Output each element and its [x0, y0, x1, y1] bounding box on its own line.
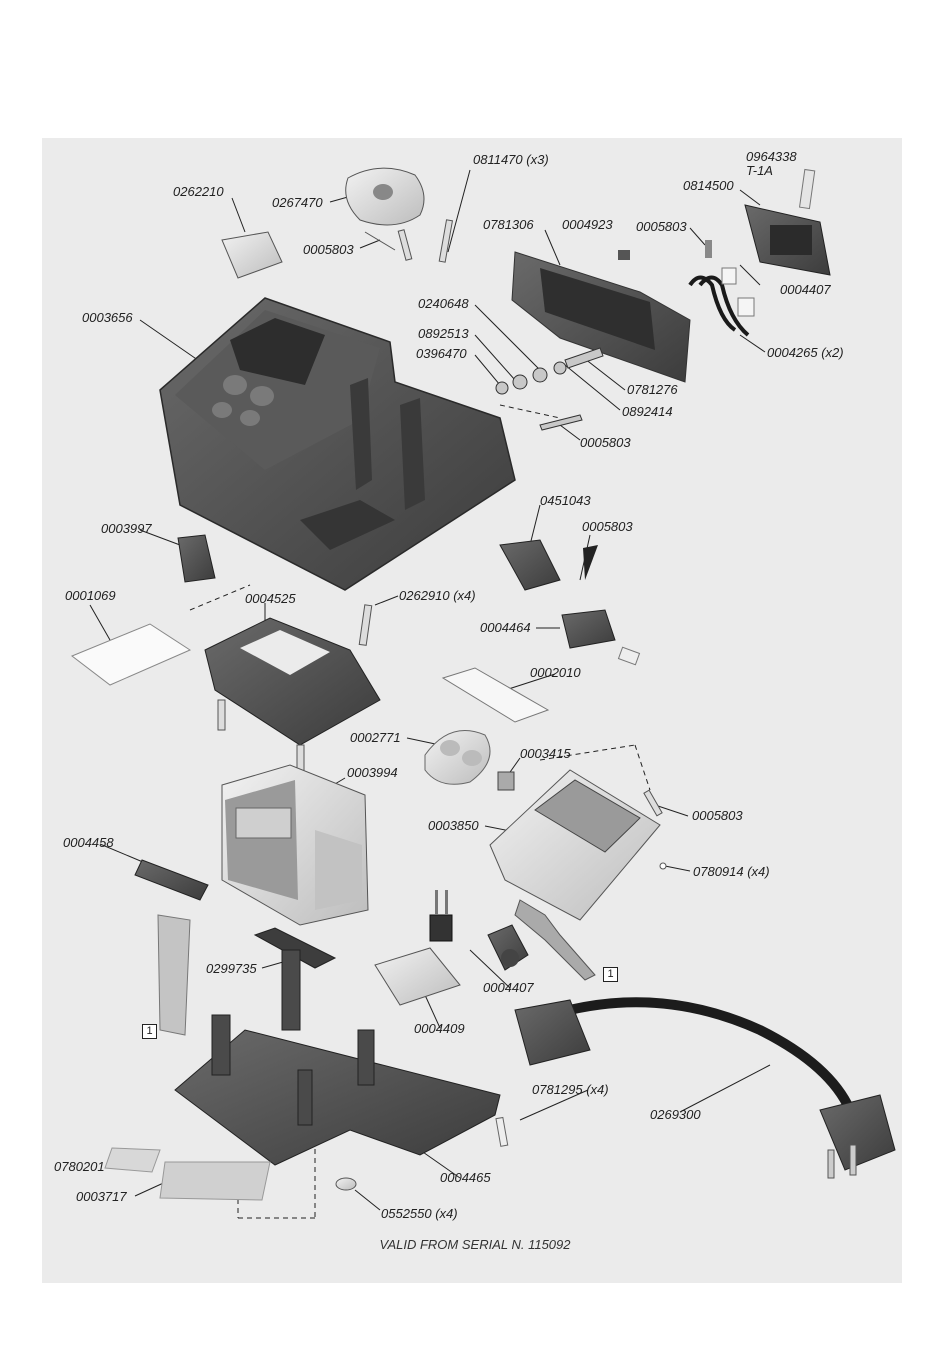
tip-clip-part [221, 231, 283, 279]
part-label-0003994: 0003994 [347, 765, 398, 780]
part-label-0004409: 0004409 [414, 1021, 465, 1036]
power-cord-part [514, 997, 896, 1179]
label-0004923-part [618, 250, 630, 260]
ribbon-cable-part [514, 899, 596, 981]
base-plate-part [174, 949, 501, 1166]
serial-validity-note: VALID FROM SERIAL N. 115092 [379, 1237, 571, 1252]
part-label-0004265: 0004265 (x2) [767, 345, 844, 360]
part-label-0781295: 0781295 (x4) [532, 1082, 609, 1097]
part-label-0780914: 0780914 (x4) [693, 864, 770, 879]
part-label-0267470: 0267470 [272, 195, 323, 210]
connector-0004458-part [134, 859, 209, 1036]
part-label-0002771: 0002771 [350, 730, 401, 745]
main-housing-part [159, 297, 516, 591]
part-label-0004407-b: 0004407 [483, 980, 534, 995]
ground-wire-part [583, 545, 598, 580]
part-label-0396470: 0396470 [416, 346, 467, 361]
encoder-part [487, 924, 529, 971]
part-label-0811470: 0811470 (x3) [473, 152, 549, 167]
nut-washer-set [495, 347, 604, 431]
part-label-0002010: 0002010 [530, 665, 581, 680]
part-label-0964338-sub: T-1A [746, 163, 773, 178]
part-label-0003850: 0003850 [428, 818, 479, 833]
part-label-0005803-e: 0005803 [692, 808, 743, 823]
part-label-0262910: 0262910 (x4) [399, 588, 476, 603]
part-label-0781306: 0781306 [483, 217, 534, 232]
wire-harness-part [688, 275, 750, 337]
sponge-holder-part [345, 167, 425, 226]
label-sheet-0003717-part [159, 1161, 271, 1201]
part-label-0001069: 0001069 [65, 588, 116, 603]
part-label-0003717: 0003717 [76, 1189, 127, 1204]
part-label-0004458: 0004458 [63, 835, 114, 850]
reference-marker-1-left: 1 [142, 1024, 157, 1039]
part-label-0299735: 0299735 [206, 961, 257, 976]
part-label-0004407-a: 0004407 [780, 282, 831, 297]
part-label-0451043: 0451043 [540, 493, 591, 508]
part-label-0004525: 0004525 [245, 591, 296, 606]
cable-clamp-part [499, 539, 561, 591]
part-label-0964338: 0964338 [746, 149, 797, 164]
small-pcb-part [374, 947, 461, 1006]
manual-card-part [71, 623, 192, 686]
assembly-dash-lines [189, 404, 651, 1219]
part-label-0005803-b: 0005803 [636, 219, 687, 234]
part-label-0892414: 0892414 [622, 404, 673, 419]
part-label-0781276: 0781276 [627, 382, 678, 397]
part-label-0004464: 0004464 [480, 620, 531, 635]
base-screw-part [495, 1116, 509, 1147]
back-cover-part [511, 251, 691, 383]
reference-marker-1-right: 1 [603, 967, 618, 982]
transformer-bracket-part [204, 617, 381, 746]
clip-0003415-part [497, 771, 515, 791]
display-pcb-part [489, 769, 667, 921]
part-label-0003997: 0003997 [101, 521, 152, 536]
part-label-0005803-c: 0005803 [580, 435, 631, 450]
bracket-screws [217, 604, 373, 776]
part-label-0780201: 0780201 [54, 1159, 105, 1174]
wire-connectors-part [721, 267, 755, 317]
keypad-part [424, 730, 491, 785]
part-label-0003656: 0003656 [82, 310, 133, 325]
grommet-plate-part [177, 534, 216, 583]
part-label-0004465: 0004465 [440, 1170, 491, 1185]
part-label-0269300: 0269300 [650, 1107, 701, 1122]
terminal-block-part [561, 609, 641, 666]
rubber-foot-part [335, 1177, 357, 1191]
part-label-0003415: 0003415 [520, 746, 571, 761]
part-label-0004923: 0004923 [562, 217, 613, 232]
power-socket-part [705, 168, 831, 276]
part-label-0240648: 0240648 [418, 296, 469, 311]
part-label-0814500: 0814500 [683, 178, 734, 193]
top-screws [364, 219, 454, 263]
connector-0004407-part [429, 890, 453, 942]
part-label-0005803-d: 0005803 [582, 519, 633, 534]
transformer-part [221, 764, 369, 926]
pcb-screw-part [643, 789, 663, 817]
part-label-0005803-a: 0005803 [303, 242, 354, 257]
part-label-0262210: 0262210 [173, 184, 224, 199]
lcd-window-part [441, 667, 550, 723]
part-label-0552550: 0552550 (x4) [381, 1206, 458, 1221]
label-sheet-0780201-part [104, 1147, 161, 1173]
part-label-0892513: 0892513 [418, 326, 469, 341]
